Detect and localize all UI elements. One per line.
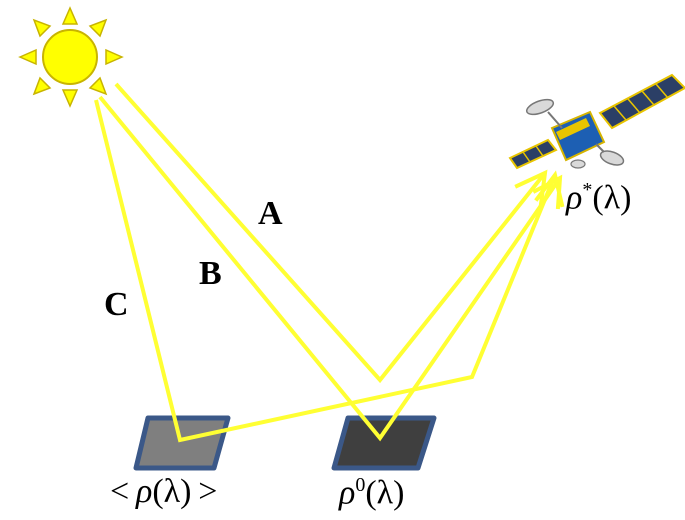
- left-angle-bracket: <: [110, 473, 130, 510]
- rho-symbol: ρ: [566, 179, 583, 217]
- lambda-argument: (λ): [365, 474, 405, 512]
- arrowhead-c: [534, 170, 565, 208]
- path-c-line: [94, 99, 557, 443]
- target-reflectance-label: ρ0(λ): [339, 475, 404, 510]
- rho-symbol: ρ: [136, 473, 153, 510]
- path-b-label: B: [199, 255, 222, 292]
- target-patch: [331, 415, 437, 471]
- path-a-label: A: [258, 195, 283, 232]
- satellite-reflectance-label: ρ*(λ): [566, 180, 631, 215]
- sun-icon: [18, 6, 124, 108]
- path-a-line: [114, 82, 547, 384]
- background-reflectance-label: < ρ(λ) >: [110, 475, 217, 509]
- path-b-line: [98, 95, 562, 442]
- lambda-argument: (λ): [592, 179, 632, 217]
- satellite-icon: [508, 73, 685, 170]
- rho-symbol: ρ: [339, 474, 356, 512]
- path-c-label: C: [104, 286, 129, 323]
- asterisk-superscript: *: [582, 179, 593, 201]
- lambda-argument: (λ): [152, 473, 192, 510]
- background-patch: [133, 415, 231, 471]
- zero-superscript: 0: [355, 474, 366, 496]
- right-angle-bracket: >: [198, 473, 218, 510]
